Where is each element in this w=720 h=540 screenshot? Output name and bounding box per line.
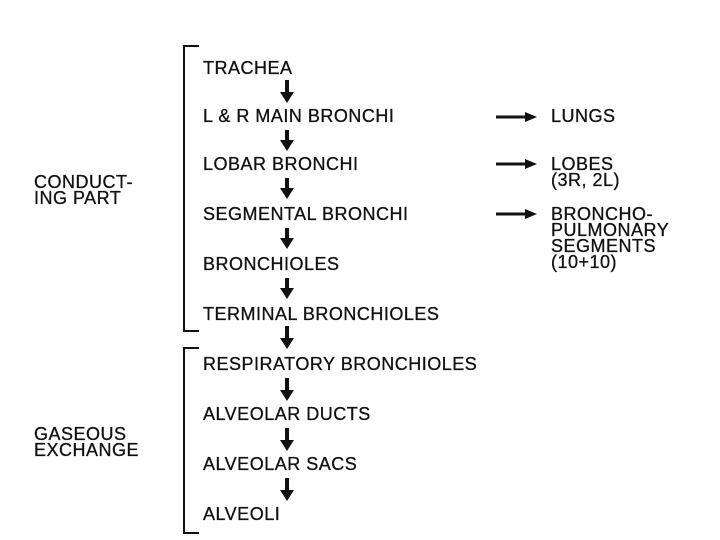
gaseous-label-line-2: EXCHANGE xyxy=(34,440,140,460)
node-lobar-bronchi: LOBAR BRONCHI xyxy=(203,154,359,174)
branch-segments-line-1: BRONCHO- xyxy=(551,204,653,224)
node-terminal-bronchioles: TERMINAL BRONCHIOLES xyxy=(203,304,440,324)
node-alveoli: ALVEOLI xyxy=(203,504,281,524)
chain-arrow-head xyxy=(280,338,294,349)
chain-arrow-head xyxy=(280,92,294,103)
chain-arrow-head xyxy=(280,440,294,451)
node-segmental-bronchi: SEGMENTAL BRONCHI xyxy=(203,204,409,224)
branch-segments-line-3: SEGMENTS xyxy=(551,236,657,256)
chain-arrow-head xyxy=(280,490,294,501)
node-trachea: TRACHEA xyxy=(203,58,293,78)
gaseous-bracket xyxy=(183,347,199,534)
branch-segments-count: (10+10) xyxy=(551,252,618,272)
branch-arrow-head xyxy=(525,159,537,169)
conducting-label-line-1: CONDUCT- xyxy=(34,172,133,192)
chain-arrow-head xyxy=(280,188,294,199)
node-alveolar-sacs: ALVEOLAR SACS xyxy=(203,454,358,474)
gaseous-label-line-1: GASEOUS xyxy=(34,424,127,444)
branch-lobes-count: (3R, 2L) xyxy=(551,170,621,190)
branch-arrow-head xyxy=(525,112,537,122)
node-alveolar-ducts: ALVEOLAR DUCTS xyxy=(203,404,371,424)
node-main-bronchi: L & R MAIN BRONCHI xyxy=(203,106,395,126)
conducting-bracket xyxy=(183,45,199,332)
chain-arrow-head xyxy=(280,238,294,249)
branch-segments-line-2: PULMONARY xyxy=(551,220,670,240)
branch-arrow-head xyxy=(525,209,537,219)
branch-lobes: LOBES xyxy=(551,154,614,174)
chain-arrow-head xyxy=(280,140,294,151)
conducting-label-line-2: ING PART xyxy=(34,188,122,208)
node-respiratory-bronchioles: RESPIRATORY BRONCHIOLES xyxy=(203,354,478,374)
branch-lungs: LUNGS xyxy=(551,106,616,126)
chain-arrow-head xyxy=(280,288,294,299)
node-bronchioles: BRONCHIOLES xyxy=(203,254,340,274)
chain-arrow-head xyxy=(280,390,294,401)
